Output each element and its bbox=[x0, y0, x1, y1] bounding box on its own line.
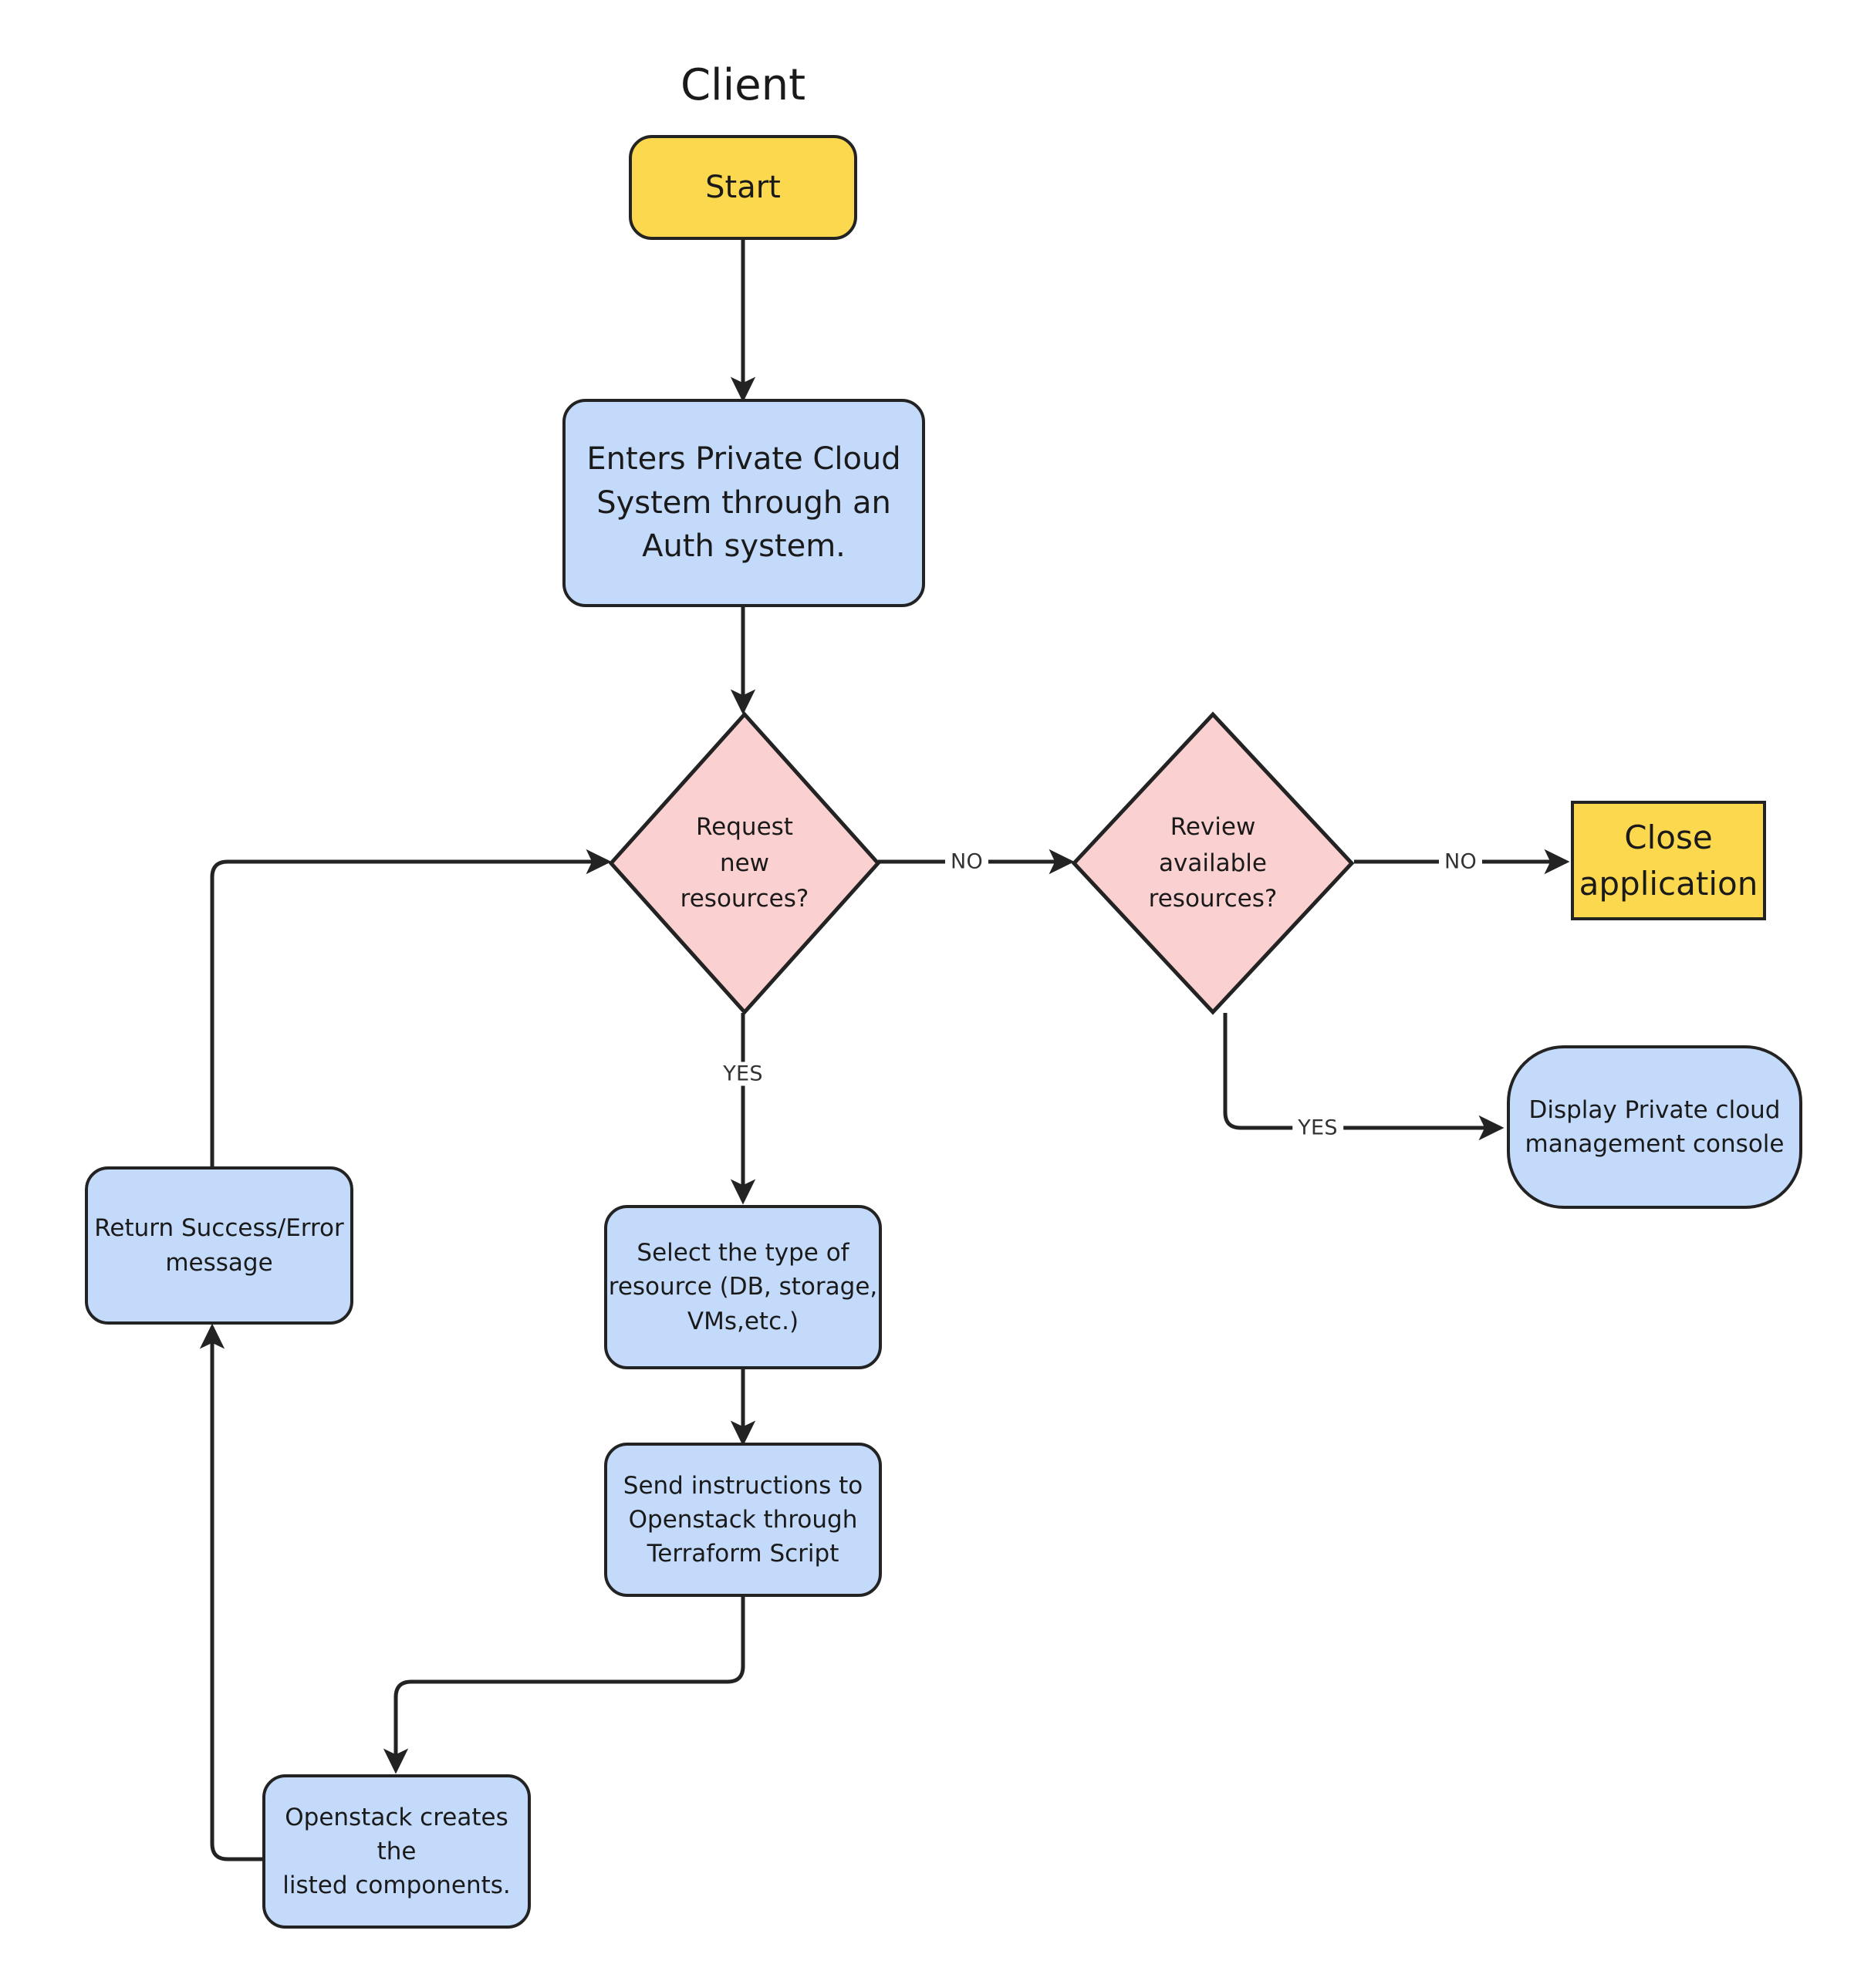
node-return-message[interactable]: Return Success/Error message bbox=[85, 1166, 353, 1325]
edge-openstack-creates-to-return-message bbox=[199, 1323, 262, 1861]
node-request-new-label: Request new resources? bbox=[680, 813, 809, 913]
node-enters-auth[interactable]: Enters Private Cloud System through an A… bbox=[562, 399, 925, 607]
edge-return-message-to-request-new bbox=[210, 849, 612, 1173]
node-select-resource[interactable]: Select the type of resource (DB, storage… bbox=[604, 1205, 882, 1369]
edge-label-request-no: NO bbox=[944, 849, 989, 874]
node-start[interactable]: Start bbox=[629, 135, 857, 240]
edge-label-review-no: NO bbox=[1438, 849, 1483, 874]
edge-label-review-yes: YES bbox=[1292, 1116, 1343, 1140]
edge-review-available-to-display-console bbox=[1223, 1013, 1505, 1141]
edge-label-request-yes: YES bbox=[718, 1062, 768, 1086]
node-review-available-label: Review available resources? bbox=[1148, 813, 1278, 913]
node-openstack-creates[interactable]: Openstack creates the listed components. bbox=[262, 1774, 531, 1929]
node-display-console[interactable]: Display Private cloud management console bbox=[1507, 1045, 1802, 1209]
node-close-application[interactable]: Close application bbox=[1571, 801, 1766, 920]
node-send-instructions[interactable]: Send instructions to Openstack through T… bbox=[604, 1443, 882, 1597]
edge-send-instructions-to-openstack-creates bbox=[383, 1597, 745, 1774]
diagram-title: Client bbox=[680, 60, 806, 110]
diamond-shape-request-new bbox=[608, 711, 881, 1015]
diamond-shape-review-available bbox=[1071, 711, 1355, 1015]
